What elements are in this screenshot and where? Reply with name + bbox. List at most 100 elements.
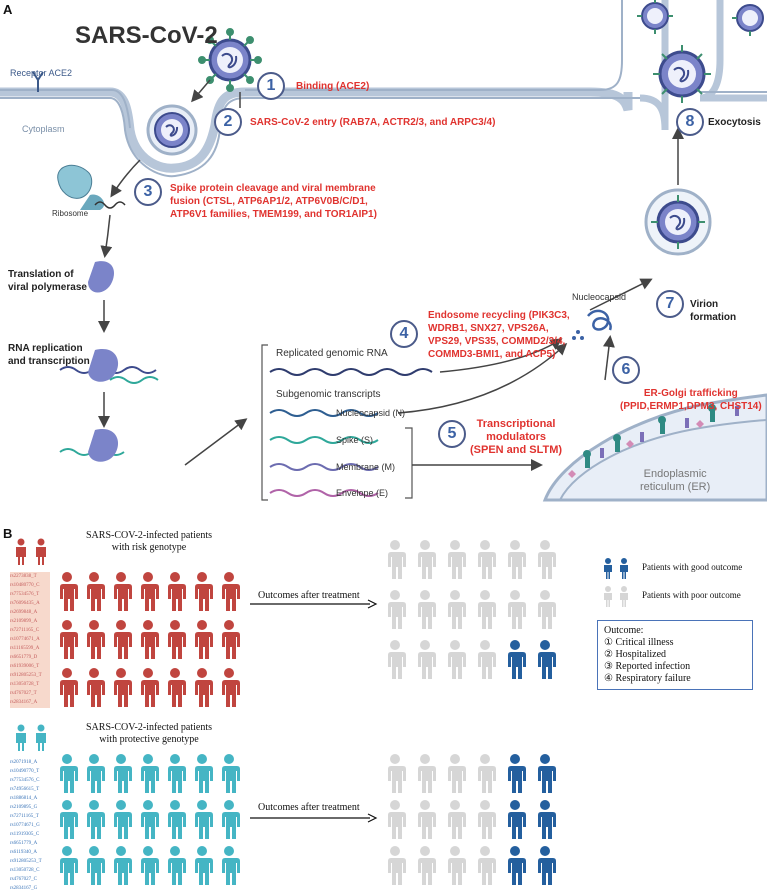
legend-good-label: Patients with good outcome: [642, 562, 743, 572]
protective-patient-icon: [167, 754, 186, 793]
outcome-patient-icon: [417, 846, 436, 885]
risk-patient-icon: [86, 668, 105, 707]
panel-a: A SARS-CoV-2 Receptor ACE2 Cytoplasm Rib…: [0, 0, 767, 502]
risk-title-line: SARS-COV-2-infected patients: [86, 530, 213, 541]
poor-outcome-icon: [604, 586, 628, 607]
step-2-badge: 2: [214, 108, 242, 136]
transcript-e-label: Envelope (E): [336, 488, 389, 498]
outcome-patient-icon: [447, 754, 466, 793]
step-3-line: Spike protein cleavage and viral membran…: [170, 183, 376, 194]
outcome-patient-icon: [447, 846, 466, 885]
protective-genotype-icon: [16, 724, 46, 751]
outcome-patient-icon: [477, 846, 496, 885]
snp-item: rs2834167_A: [10, 700, 38, 705]
protective-outcome-grid: [387, 754, 556, 885]
protective-patient-icon: [221, 846, 240, 885]
step-1-badge: 1: [257, 72, 285, 100]
risk-patient-icon: [167, 620, 186, 659]
risk-patient-icon: [167, 572, 186, 611]
snp-item: rs2071918_A: [10, 760, 38, 765]
outcome-patient-icon: [447, 640, 466, 679]
ribosome-label: Ribosome: [52, 209, 89, 218]
protective-patient-icon: [194, 800, 213, 839]
risk-group-title: SARS-COV-2-infected patients with risk g…: [86, 530, 212, 554]
step-3-line: fusion (CTSL, ATP6AP1/2, ATP6V0B/C/D1,: [170, 196, 368, 207]
step-6-line: ER-Golgi trafficking: [643, 388, 738, 399]
step-4-line: Endosome recycling (PIK3C3,: [428, 310, 570, 321]
step-3-line: ATP6V1 families, TMEM199, and TOR1AIP1): [170, 209, 377, 220]
rna-replication-line: RNA replication: [8, 343, 83, 354]
step-4-line: WDRB1, SNX27, VPS26A,: [428, 323, 549, 334]
er-line: Endoplasmic: [643, 468, 707, 480]
risk-patient-icon: [221, 668, 240, 707]
outcome-patient-icon: [537, 800, 556, 839]
er-line: reticulum (ER): [640, 481, 711, 493]
risk-patient-icon: [113, 668, 132, 707]
snp-item: rs2273838_T: [10, 574, 37, 579]
snp-item: rs74956615_T: [10, 787, 40, 792]
outcome-item: ④ Respiratory failure: [604, 673, 691, 684]
step-7-badge: 7: [656, 290, 684, 318]
step-5-badge: 5: [438, 420, 466, 448]
panel-a-graphics: [0, 0, 767, 502]
transcription-polymerase-icon: [59, 429, 125, 462]
step-6-line: (PPID,ERMP1,DPM3, CHST14): [620, 401, 762, 412]
risk-patient-icon: [140, 620, 159, 659]
page-title: SARS-CoV-2: [75, 22, 218, 49]
step-7-text: Virion formation: [690, 299, 737, 323]
outcome-patient-icon: [387, 640, 406, 679]
protective-patient-icon: [86, 754, 105, 793]
outcome-patient-icon: [477, 800, 496, 839]
outcome-patient-icon: [417, 640, 436, 679]
snp-item: rs2109899_A: [10, 619, 38, 624]
snp-item: rs912805253_T: [10, 859, 42, 864]
outcome-patient-icon: [417, 590, 436, 629]
snp-item: rs13050728_T: [10, 682, 40, 687]
outcome-patient-icon: [387, 540, 406, 579]
risk-patients-grid: [59, 572, 240, 707]
outcome-patient-icon: [477, 640, 496, 679]
snp-item: rs11919305_C: [10, 832, 40, 837]
step-8-text: Exocytosis: [708, 117, 761, 128]
risk-patient-icon: [167, 668, 186, 707]
risk-patient-icon: [86, 620, 105, 659]
risk-outcome-arrow: [250, 599, 378, 609]
receptor-label: Receptor ACE2: [10, 68, 73, 78]
polymerase-icon: [88, 261, 115, 293]
step-4-badge: 4: [390, 320, 418, 348]
step-3-text: Spike protein cleavage and viral membran…: [170, 182, 410, 221]
step-8-badge: 8: [676, 108, 704, 136]
protective-title-line: with protective genotype: [99, 734, 199, 745]
outcome-patient-icon: [447, 590, 466, 629]
snp-item: rs72711165_T: [10, 814, 39, 819]
outcome-patient-icon: [537, 846, 556, 885]
risk-patient-icon: [194, 620, 213, 659]
outcome-patient-icon: [507, 540, 526, 579]
outcome-patient-icon: [387, 800, 406, 839]
snp-item: rs2834167_G: [10, 886, 38, 891]
replication-polymerase-icon: [59, 349, 159, 384]
step-2-text: SARS-CoV-2 entry (RAB7A, ACTR2/3, and AR…: [250, 117, 496, 128]
cell-membrane: [0, 0, 767, 178]
risk-arrow-label: Outcomes after treatment: [258, 590, 360, 601]
risk-patient-icon: [86, 572, 105, 611]
risk-patient-icon: [113, 620, 132, 659]
transcript-waves: [269, 368, 433, 497]
ribosome-icon: [57, 164, 126, 210]
protective-arrow-label: Outcomes after treatment: [258, 802, 360, 813]
step-6-badge: 6: [612, 356, 640, 384]
released-virus-icon: [637, 0, 673, 34]
snp-item: rs61939006_T: [10, 664, 40, 669]
snp-item: rs912805253_T: [10, 673, 42, 678]
protective-patient-icon: [59, 800, 78, 839]
snp-item: rs6651779_A: [10, 841, 38, 846]
risk-patient-icon: [113, 572, 132, 611]
exocytosis-virus-icon: [653, 45, 711, 103]
protective-patients-grid: [59, 754, 240, 885]
snp-item: rs10490770_T: [10, 769, 40, 774]
risk-patient-icon: [194, 668, 213, 707]
er-label: Endoplasmic reticulum (ER): [640, 468, 710, 494]
translation-line: viral polymerase: [8, 282, 87, 293]
outcome-patient-icon: [417, 800, 436, 839]
